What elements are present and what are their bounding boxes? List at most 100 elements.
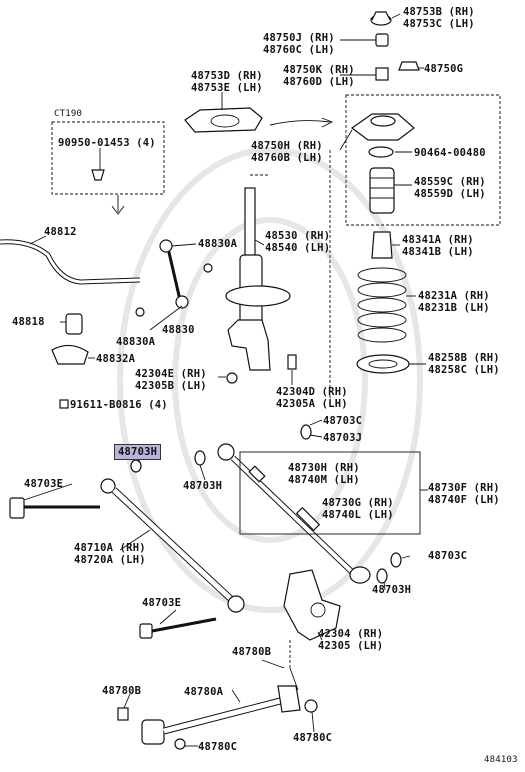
nut-48780C-right [304,699,318,713]
nut-48830A-upper [203,263,213,273]
label-42304: 42304 (RH) [318,628,384,640]
label-48540: 48540 (LH) [265,242,331,254]
label-48703H-right: 48703H [372,584,412,596]
lateral-rod-48730H [217,443,371,584]
label-48750H: 48750H (RH) [251,140,323,152]
upper-support-nut-48753 [370,11,392,26]
label-48703E-lower: 48703E [142,597,182,609]
label-48730F: 48730F (RH) [428,482,500,494]
label-48231B: 48231B (LH) [418,302,490,314]
clip-90950 [91,169,105,181]
nut-48780C-left [174,738,186,750]
washer-48703H-right [376,568,388,584]
label-48341B: 48341B (LH) [402,246,474,258]
label-48753D: 48753D (RH) [191,70,263,82]
nut-48830A-lower [135,307,145,317]
label-48730H: 48730H (RH) [288,462,360,474]
bolt-48703E-left [9,497,100,519]
nut-48750G [398,61,420,71]
coil-spring-48231A [357,267,407,343]
stabilizer-bar-48812 [0,239,141,285]
label-48703C-upper: 48703C [323,415,363,427]
label-48753E: 48753E (LH) [191,82,263,94]
arrow-ct190 [111,195,125,215]
label-48559C: 48559C (RH) [414,176,486,188]
label-48750G: 48750G [424,63,464,75]
lower-arm-48710A [100,478,245,613]
watermark-emblem [117,147,423,613]
label-48753C: 48753C (LH) [403,18,475,30]
upper-mount-48750H [350,113,415,141]
label-ct190: CT190 [54,109,83,119]
bearing-90464 [368,146,394,158]
bolt-48780B [117,707,129,721]
label-48830A-lower: 48830A [116,336,156,348]
label-48830A-upper: 48830A [198,238,238,250]
bump-stop-48341A [371,231,393,259]
label-48258B: 48258B (RH) [428,352,500,364]
arrow-to-mount [269,120,331,126]
label-48740L: 48740L (LH) [322,509,394,521]
diagram-number: 484103 [484,755,518,765]
shock-absorber-48530 [225,187,291,371]
label-48710A: 48710A (RH) [74,542,146,554]
label-48730G: 48730G (RH) [322,497,394,509]
label-48780A: 48780A [184,686,224,698]
rod-bracket-box [239,451,421,535]
washer-48703H-highlight [130,459,142,473]
label-42304D: 42304D (RH) [276,386,348,398]
label-48740F: 48740F (LH) [428,494,500,506]
washer-48703H-mid [194,450,206,466]
label-90464: 90464-00480 [414,147,486,159]
label-48818: 48818 [12,316,45,328]
label-42305A: 42305A (LH) [276,398,348,410]
stabilizer-bushing-48818 [65,313,83,335]
knuckle-42304 [283,569,341,641]
ct190-box [51,121,165,195]
label-48753B: 48753B (RH) [403,6,475,18]
label-48830: 48830 [162,324,195,336]
label-48740M: 48740M (LH) [288,474,360,486]
label-42305B: 42305B (LH) [135,380,207,392]
label-42304E: 42304E (RH) [135,368,207,380]
label-48750J: 48750J (RH) [263,32,335,44]
label-48750K: 48750K (RH) [283,64,355,76]
label-48703J: 48703J [323,432,363,444]
label-91611: 91611-B0816 (4) [70,399,168,411]
label-48559D: 48559D (LH) [414,188,486,200]
label-48760C: 48760C (LH) [263,44,335,56]
label-48341A: 48341A (RH) [402,234,474,246]
label-48780B-lower: 48780B [102,685,142,697]
label-48832A: 48832A [96,353,136,365]
label-48703H-highlighted[interactable]: 48703H [114,444,162,460]
label-48780B-upper: 48780B [232,646,272,658]
mount-assembly-box [345,94,501,226]
nut-48750J [375,33,389,47]
bump-boot-48559C [369,167,395,214]
label-90950: 90950-01453 (4) [58,137,156,149]
label-48760B: 48760B (LH) [251,152,323,164]
bolt-42304E [226,372,238,384]
label-48720A: 48720A (LH) [74,554,146,566]
label-42305: 42305 (LH) [318,640,384,652]
washer-48703C-right [390,552,402,568]
adjuster-48730G [248,465,321,532]
label-48703C-right: 48703C [428,550,468,562]
label-48231A: 48231A (RH) [418,290,490,302]
label-48780C-left: 48780C [198,741,238,753]
bolt-91611 [59,399,69,409]
label-48812: 48812 [44,226,77,238]
bolt-48703E-lower [139,617,217,639]
collar-48750K [375,67,389,81]
spring-insulator-48258B [356,354,410,374]
label-48760D: 48760D (LH) [283,76,355,88]
leader-lines [23,13,428,747]
label-48258C: 48258C (LH) [428,364,500,376]
label-48780C-right: 48780C [293,732,333,744]
label-48530: 48530 (RH) [265,230,331,242]
label-48703H-mid: 48703H [183,480,223,492]
washer-48703C-upper [300,424,312,440]
label-48703E-left: 48703E [24,478,64,490]
